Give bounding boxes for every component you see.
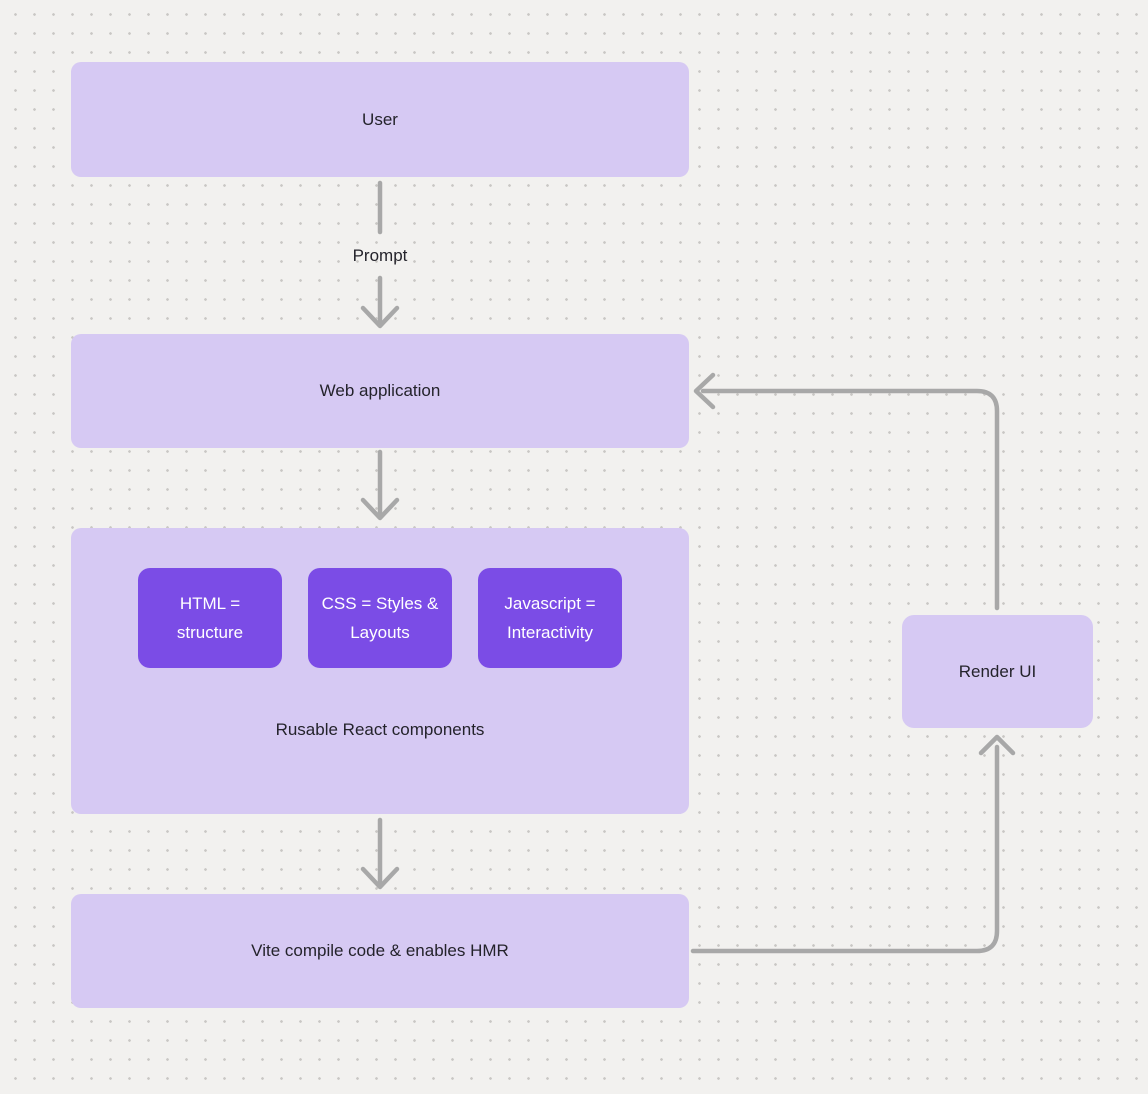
node-user[interactable]: User: [71, 62, 689, 177]
node-html[interactable]: HTML = structure: [138, 568, 282, 668]
node-css-label: CSS = Styles & Layouts: [321, 594, 439, 642]
arrow-shaft[interactable]: [690, 744, 1000, 954]
node-html-label: HTML = structure: [176, 594, 244, 642]
arrowhead-up-icon: [978, 734, 1016, 756]
arrowhead-left-icon: [693, 372, 716, 410]
node-user-label: User: [362, 109, 398, 129]
components-row: HTML = structure CSS = Styles & Layouts …: [138, 568, 622, 668]
node-render-ui-label: Render UI: [958, 661, 1037, 681]
node-javascript[interactable]: Javascript = Interactivity: [478, 568, 622, 668]
arrow-components-to-vite[interactable]: [360, 817, 400, 890]
node-web-application[interactable]: Web application: [71, 334, 689, 448]
arrow-shaft[interactable]: [700, 388, 1000, 611]
node-css[interactable]: CSS = Styles & Layouts: [308, 568, 452, 668]
components-caption: Rusable React components: [275, 720, 485, 739]
node-render-ui[interactable]: Render UI: [902, 615, 1093, 728]
node-web-application-label: Web application: [319, 381, 441, 400]
arrowhead-down-icon: [360, 497, 400, 521]
arrow-render-ui-to-web-application[interactable]: [693, 372, 1000, 611]
arrow-web-application-to-components[interactable]: [360, 449, 400, 521]
node-vite-label: Vite compile code & enables HMR: [251, 941, 509, 960]
arrow-vite-to-render-ui[interactable]: [690, 734, 1016, 954]
arrow-prompt-to-web-application[interactable]: [360, 275, 400, 329]
edge-label-prompt: Prompt: [352, 246, 408, 265]
node-javascript-label: Javascript = Interactivity: [504, 594, 596, 642]
arrowhead-down-icon: [360, 866, 400, 890]
node-components-container[interactable]: HTML = structure CSS = Styles & Layouts …: [71, 528, 689, 814]
node-vite[interactable]: Vite compile code & enables HMR: [71, 894, 689, 1008]
arrowhead-down-icon: [360, 305, 400, 329]
